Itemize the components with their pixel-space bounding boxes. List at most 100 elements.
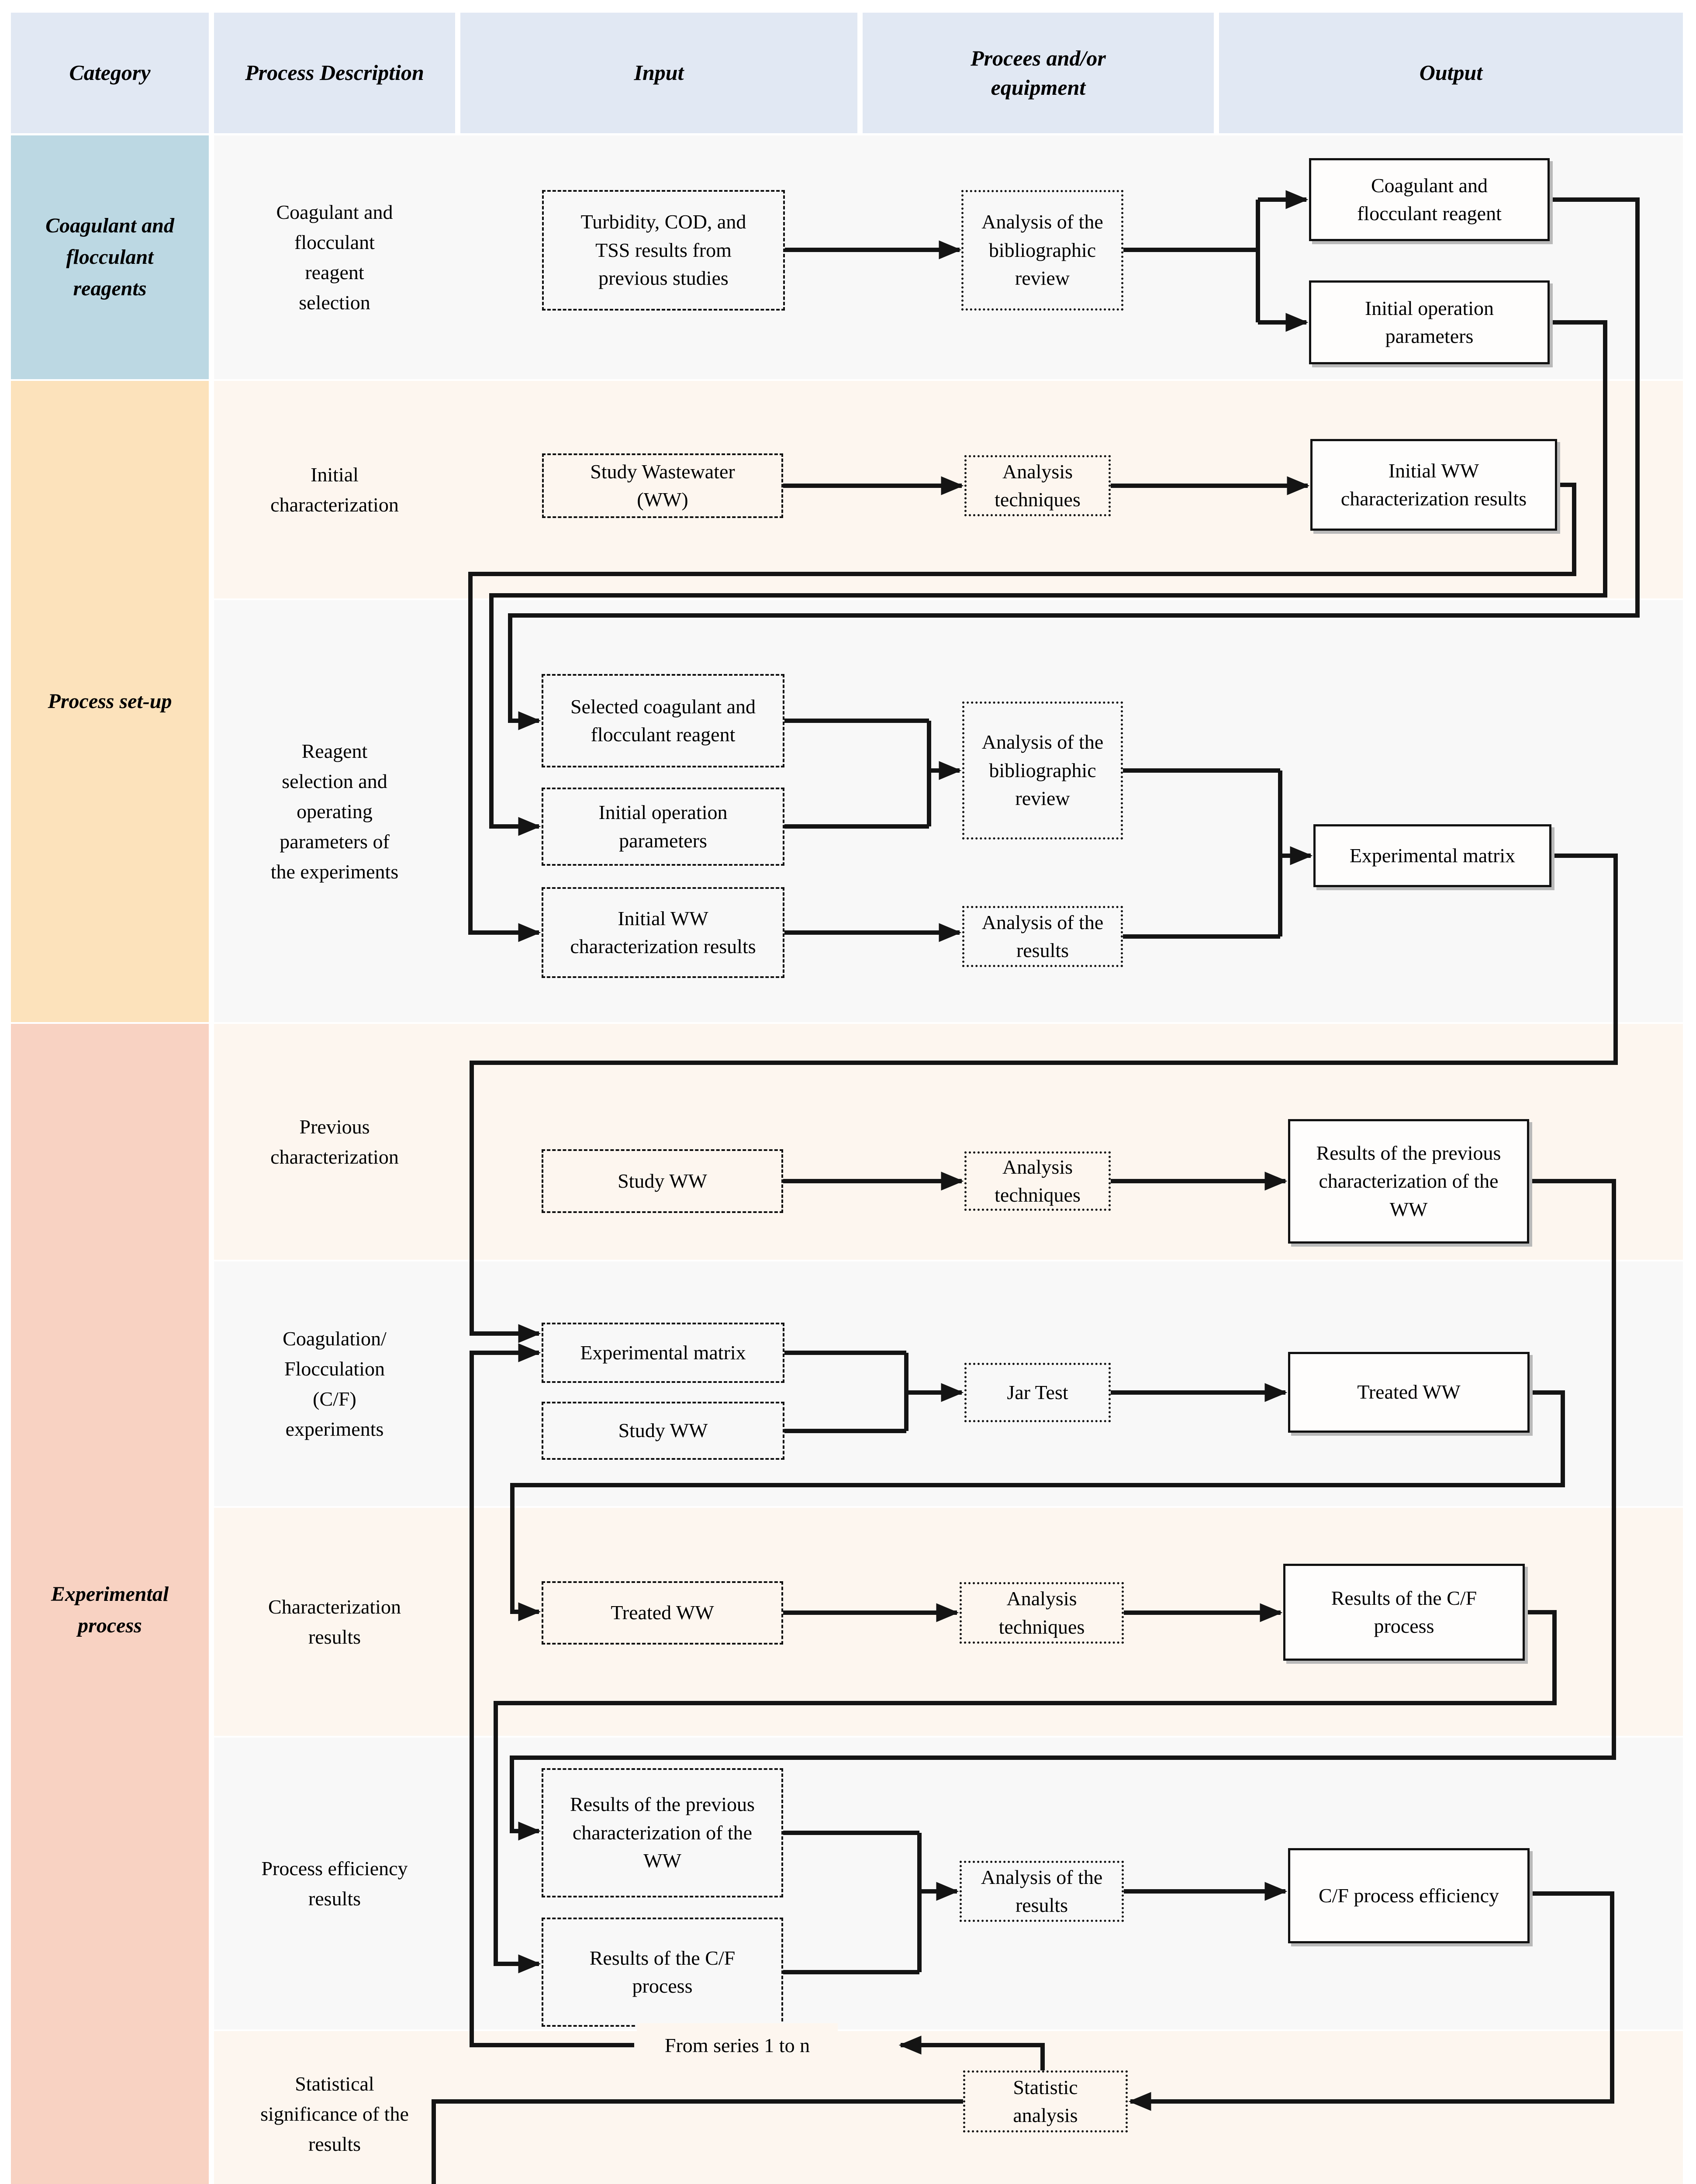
box-label: Treated WW (1357, 1381, 1461, 1403)
output-box-cf-process-efficiency: C/F process efficiency (1288, 1848, 1530, 1943)
description-statistical-significance: Statistical significance of the results (214, 2031, 455, 2184)
connector-initial-parameters-loop (489, 320, 1607, 836)
box-label: Turbidity, COD, and TSS results from pre… (580, 211, 746, 290)
input-box-selected-coagulant: Selected coagulant and flocculant reagen… (542, 674, 784, 767)
header-label: Process Description (245, 60, 424, 85)
box-label: Coagulant and flocculant reagent (1357, 174, 1502, 225)
connector-row3-output-merge (1123, 768, 1282, 939)
description-text: Statistical significance of the results (260, 2072, 409, 2155)
category-cell-experimental-process: Experimental process (11, 1024, 209, 2184)
box-label: Initial WW characterization results (1340, 459, 1527, 510)
description-text: Coagulant and flocculant reagent selecti… (276, 201, 393, 314)
connector-row3-merge (784, 719, 931, 829)
input-box-experimental-matrix: Experimental matrix (542, 1323, 784, 1383)
process-box-analysis-results-2: Analysis of the results (960, 1861, 1124, 1922)
input-box-turbidity-cod-tss: Turbidity, COD, and TSS results from pre… (542, 190, 785, 311)
loop-label-from-series: From series 1 to n (637, 2023, 838, 2067)
header-label: Input (634, 60, 684, 85)
description-characterization-results: Characterization results (214, 1508, 455, 1736)
box-label: Treated WW (611, 1601, 714, 1624)
header-cell-input: Input (460, 13, 857, 133)
input-box-study-ww-1: Study WW (542, 1149, 783, 1213)
description-text: Process efficiency results (261, 1857, 408, 1910)
header-label: Category (69, 60, 151, 85)
box-label: Jar Test (1007, 1381, 1068, 1403)
box-label: Study Wastewater (WW) (590, 460, 735, 511)
box-label: Statistic analysis (1013, 2076, 1078, 2126)
process-box-analysis-techniques-3: Analysis techniques (960, 1582, 1124, 1644)
box-label: Results of the C/F process (1331, 1586, 1477, 1637)
process-box-analysis-techniques-1: Analysis techniques (964, 455, 1111, 516)
input-box-treated-ww: Treated WW (542, 1581, 783, 1645)
connector-experimental-matrix-loop (470, 854, 1618, 1343)
description-coagulant-selection: Coagulant and flocculant reagent selecti… (214, 135, 455, 379)
input-box-results-previous-characterization: Results of the previous characterization… (542, 1768, 783, 1897)
output-box-initial-ww-characterization: Initial WW characterization results (1310, 439, 1557, 531)
description-text: Reagent selection and operating paramete… (270, 740, 399, 883)
box-label: Analysis techniques (995, 460, 1081, 511)
process-box-jar-test: Jar Test (964, 1363, 1111, 1422)
description-process-efficiency: Process efficiency results (214, 1738, 455, 2029)
description-text: Characterization results (268, 1596, 401, 1648)
box-label: Analysis of the results (981, 911, 1104, 961)
description-previous-characterization: Previous characterization (214, 1024, 455, 1260)
description-text: Coagulation/ Flocculation (C/F) experime… (283, 1327, 387, 1440)
connector-row4d-merge (783, 1831, 922, 1974)
box-label: Experimental matrix (580, 1341, 746, 1364)
box-label: Analysis of the results (981, 1866, 1103, 1916)
output-box-results-cf-process: Results of the C/F process (1283, 1564, 1525, 1661)
category-label: Process set-up (48, 690, 172, 713)
output-box-initial-operation-parameters: Initial operation parameters (1309, 280, 1550, 364)
process-box-analysis-techniques-2: Analysis techniques (964, 1151, 1111, 1211)
connector-initialww-loop (468, 483, 1576, 942)
process-box-statistic-analysis: Statistic analysis (963, 2070, 1128, 2132)
description-cf-experiments: Coagulation/ Flocculation (C/F) experime… (214, 1261, 455, 1506)
input-box-initial-ww-characterization: Initial WW characterization results (542, 887, 784, 978)
process-box-analysis-results-1: Analysis of the results (962, 906, 1123, 967)
description-text: Previous characterization (270, 1116, 399, 1168)
box-label: Analysis techniques (995, 1155, 1081, 1206)
header-cell-process-description: Process Description (214, 13, 455, 133)
box-label: Results of the previous characterization… (570, 1793, 755, 1872)
category-label: Experimental process (51, 1583, 169, 1637)
category-cell-coagulant-flocculant-reagents: Coagulant and flocculant reagents (11, 135, 209, 379)
connector-statistic-to-optimal-conditions (432, 2099, 963, 2184)
connector-jartest-merge (784, 1351, 908, 1433)
box-label: Initial WW characterization results (570, 907, 756, 957)
box-label: Analysis techniques (998, 1587, 1085, 1638)
connector-series-feedback (470, 1343, 634, 2047)
connector-cf-efficiency-to-statistic (1128, 1891, 1614, 2111)
input-box-study-wastewater: Study Wastewater (WW) (542, 453, 783, 518)
category-label: Coagulant and flocculant reagents (45, 214, 174, 300)
header-cell-category: Category (11, 13, 209, 133)
input-box-results-cf-process: Results of the C/F process (542, 1918, 783, 2027)
box-label: Analysis of the bibliographic review (981, 731, 1104, 810)
box-label: Selected coagulant and flocculant reagen… (570, 695, 756, 746)
process-box-bibliographic-review-1: Analysis of the bibliographic review (961, 190, 1123, 311)
description-text: Initial characterization (270, 463, 399, 516)
box-label: Study WW (618, 1169, 707, 1192)
row-band-statistical-significance (214, 2031, 1683, 2184)
connector-cf-results-loop (494, 1610, 1557, 1973)
loop-label-text: From series 1 to n (664, 2034, 810, 2056)
description-initial-characterization: Initial characterization (214, 381, 455, 598)
row-band-reagent-selection (214, 600, 1683, 1022)
output-box-results-previous-characterization: Results of the previous characterization… (1288, 1119, 1529, 1244)
description-reagent-selection: Reagent selection and operating paramete… (214, 600, 455, 1022)
box-label: Initial operation parameters (598, 801, 728, 852)
header-cell-output: Output (1219, 13, 1683, 133)
connector-treatedww-loop (510, 1390, 1565, 1621)
input-box-initial-operation-parameters: Initial operation parameters (542, 788, 784, 866)
connector-coagulant-reagent-loop (508, 197, 1640, 730)
output-box-experimental-matrix: Experimental matrix (1313, 824, 1551, 887)
box-label: Initial operation parameters (1364, 297, 1494, 347)
header-cell-process-equipment: Procees and/or equipment (863, 13, 1214, 133)
header-label: Procees and/or equipment (971, 45, 1106, 100)
box-label: Results of the previous characterization… (1316, 1141, 1501, 1220)
header-label: Output (1419, 60, 1483, 85)
connector-prev-results-loop (510, 1179, 1616, 1841)
box-label: Analysis of the bibliographic review (981, 211, 1103, 290)
output-box-coagulant-flocculant-reagent: Coagulant and flocculant reagent (1309, 158, 1550, 241)
box-label: C/F process efficiency (1318, 1884, 1499, 1907)
